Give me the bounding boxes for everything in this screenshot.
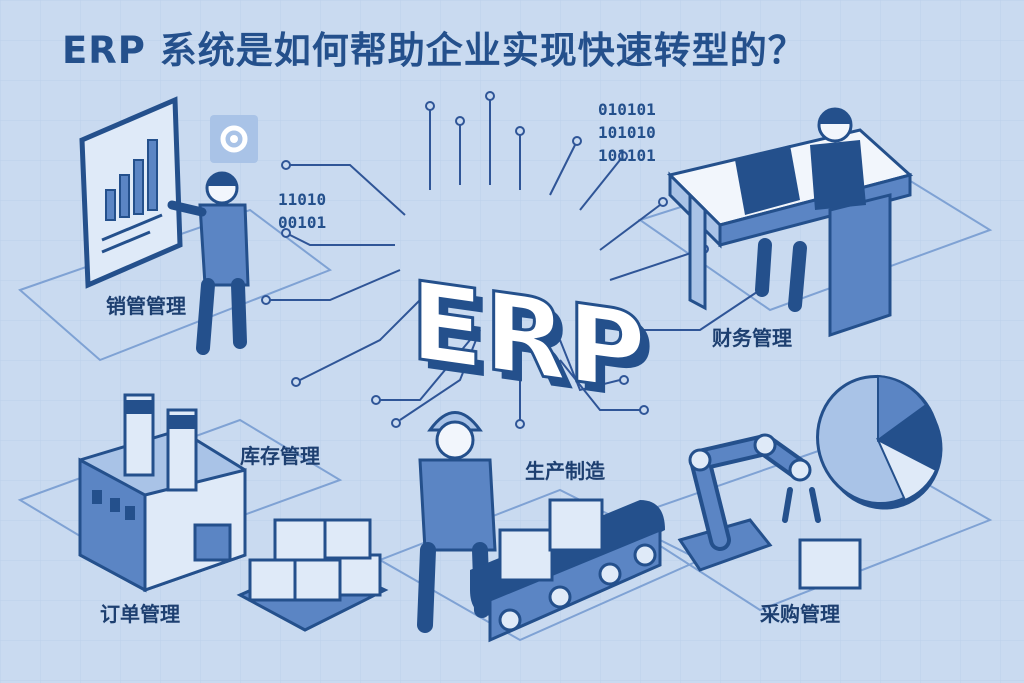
binary-right-row: 101101 (598, 146, 656, 165)
gear-icon (210, 115, 258, 163)
binary-left-row: 11010 (278, 190, 326, 209)
box (273, 518, 327, 562)
bar-chart-icon (105, 139, 158, 221)
binary-right-row: 010101 (598, 100, 656, 119)
module-label-orders: 订单管理 (100, 602, 180, 626)
circuit-nodes (261, 91, 769, 429)
binary-right: 010101 101010 101101 (598, 100, 656, 165)
box (323, 518, 372, 560)
binary-left: 11010 00101 (278, 190, 326, 232)
page-title: ERP 系统是如何帮助企业实现快速转型的？ (62, 29, 806, 72)
robot-arm-illustration (677, 433, 862, 590)
circuit-traces (270, 100, 761, 421)
tablet-text-lines (101, 213, 163, 254)
module-label-inventory: 库存管理 (240, 444, 320, 468)
conveyor-illustration (470, 498, 665, 643)
binary-left-row: 00101 (278, 213, 326, 232)
module-label-sales: 销管管理 (106, 294, 186, 318)
module-label-purchasing: 采购管理 (760, 602, 840, 626)
module-label-production: 生产制造 (525, 459, 605, 483)
factory-illustration (78, 393, 247, 593)
box (548, 498, 604, 552)
binary-right-row: 101010 (598, 123, 656, 142)
sales-tablet-illustration (79, 96, 258, 289)
gripper (782, 487, 821, 523)
conveyor-rollers (498, 543, 657, 632)
box (338, 553, 382, 597)
finance-desk-illustration (667, 107, 914, 338)
box (248, 558, 297, 602)
module-label-finance: 财务管理 (712, 326, 792, 350)
sales-person-illustration (167, 171, 250, 355)
laptop-icon (735, 145, 800, 215)
finance-person-body (810, 140, 866, 210)
inventory-boxes-illustration (236, 518, 389, 632)
box (293, 558, 342, 602)
box (498, 528, 554, 582)
box (798, 538, 862, 590)
pie-chart-icon (816, 374, 943, 510)
